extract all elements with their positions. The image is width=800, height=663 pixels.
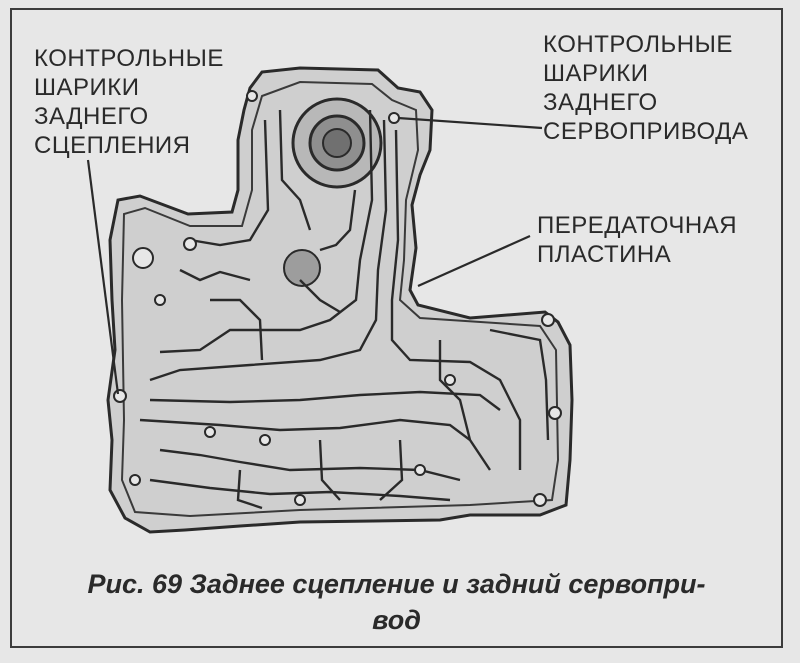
- label-rear-clutch-check-balls: КОНТРОЛЬНЫЕ ШАРИКИ ЗАДНЕГО СЦЕПЛЕНИЯ: [34, 44, 224, 160]
- plate-hole: [246, 90, 258, 102]
- plate-hole: [294, 494, 306, 506]
- fluid-channels: [139, 109, 550, 510]
- label-rear-servo-check-balls: КОНТРОЛЬНЫЕ ШАРИКИ ЗАДНЕГО СЕРВОПРИВОДА: [543, 30, 748, 146]
- plate-hole: [154, 294, 166, 306]
- channel: [210, 298, 264, 361]
- transfer-plate-outline: [106, 66, 574, 534]
- channel: [438, 340, 472, 441]
- label-line: ШАРИКИ: [34, 74, 140, 101]
- plate-hole: [132, 247, 154, 269]
- plate-hole: [388, 112, 400, 124]
- label-line: ШАРИКИ: [543, 60, 649, 87]
- plate-hole: [414, 464, 426, 476]
- label-transfer-plate: ПЕРЕДАТОЧНАЯ ПЛАСТИНА: [537, 211, 737, 269]
- leader-lines: [86, 116, 543, 395]
- boss-round: [283, 249, 321, 287]
- servo-bore-center: [322, 128, 352, 158]
- channel: [236, 469, 263, 510]
- leader-line-servo: [397, 116, 543, 130]
- plate-hole: [541, 313, 555, 327]
- channel: [299, 279, 341, 314]
- plate-hole: [204, 426, 216, 438]
- label-line: ПЛАСТИНА: [537, 241, 672, 268]
- figure-frame: [10, 8, 783, 648]
- plate-hole: [548, 406, 562, 420]
- plate-hole: [129, 474, 141, 486]
- figure-caption: Рис. 69 Заднее сцепление и задний сервоп…: [10, 566, 783, 638]
- label-line: КОНТРОЛЬНЫЕ: [543, 31, 733, 58]
- leader-line-clutch: [86, 159, 120, 395]
- label-line: СЕРВОПРИВОДА: [543, 118, 749, 145]
- plate-hole: [444, 374, 456, 386]
- channel: [149, 119, 388, 382]
- label-line: СЦЕПЛЕНИЯ: [34, 132, 191, 159]
- plate-hole: [183, 237, 197, 251]
- leader-line-plate: [417, 234, 531, 288]
- caption-line-2: вод: [372, 605, 421, 635]
- caption-line-1: Рис. 69 Заднее сцепление и задний сервоп…: [87, 569, 706, 599]
- plate-hole: [113, 389, 127, 403]
- label-line: ПЕРЕДАТОЧНАЯ: [537, 212, 738, 239]
- label-line: ЗАДНЕГО: [34, 103, 149, 130]
- channel: [189, 119, 270, 247]
- label-line: КОНТРОЛЬНЫЕ: [34, 45, 224, 72]
- channel: [379, 439, 404, 501]
- channel: [149, 478, 451, 502]
- channel: [159, 109, 374, 354]
- plate-inner-border: [120, 80, 560, 518]
- plate-hole: [259, 434, 271, 446]
- channel: [278, 109, 312, 231]
- channel: [489, 328, 550, 441]
- channel: [318, 439, 341, 501]
- plate-hole: [533, 493, 547, 507]
- channel: [179, 268, 251, 282]
- channel: [149, 390, 501, 411]
- label-line: ЗАДНЕГО: [543, 89, 658, 116]
- channel: [390, 129, 522, 470]
- channel: [319, 189, 357, 252]
- channel: [139, 418, 491, 471]
